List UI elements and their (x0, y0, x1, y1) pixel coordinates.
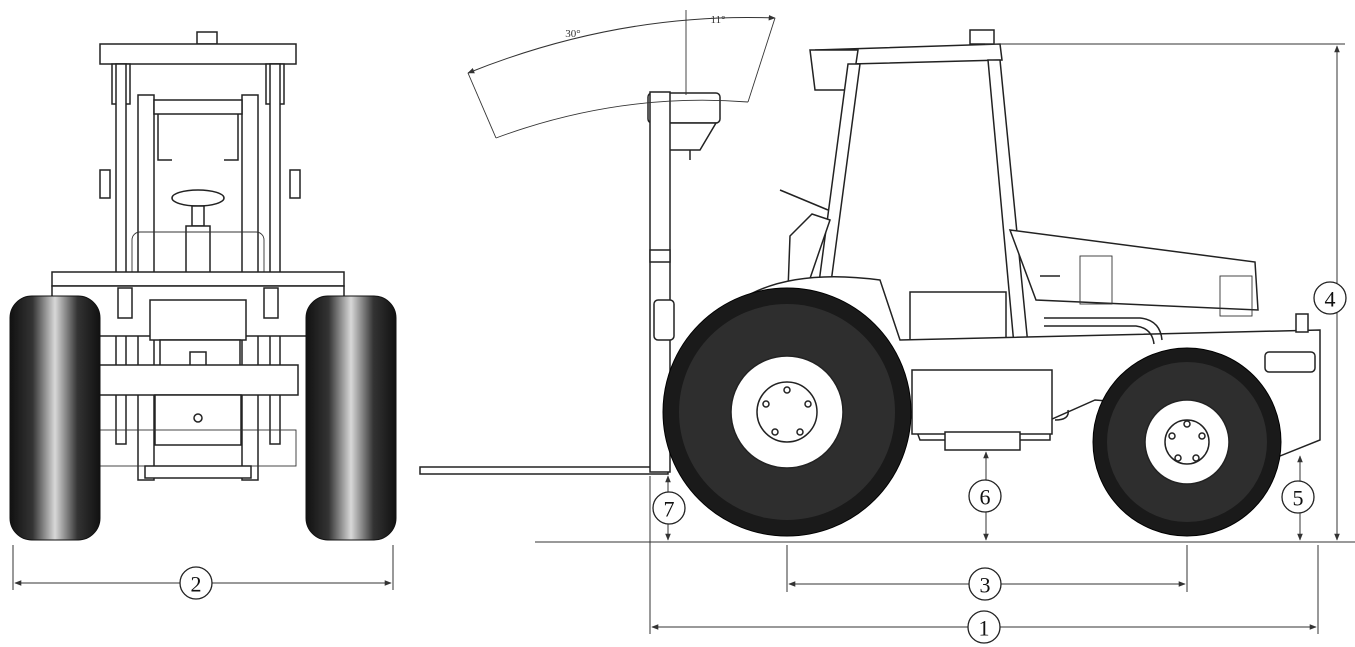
width-dimension: 2 (12, 545, 394, 600)
callout-6: 6 (980, 485, 991, 510)
length-dimension: 1 (649, 476, 1319, 644)
beacon-light (196, 31, 218, 45)
cab-front-post (817, 63, 861, 291)
fork-height-dimension: 7 (652, 475, 686, 541)
steering-wheel (171, 189, 225, 207)
front-drive-tire (662, 287, 912, 537)
side-view: 30° 11° (419, 10, 1355, 543)
fork-carriage (149, 299, 247, 341)
callout-2: 2 (191, 572, 202, 597)
center-clearance-dimension: 6 (968, 451, 1002, 541)
engine-hood (1008, 229, 1259, 311)
rear-clearance-dimension: 5 (1281, 455, 1315, 541)
axle-housing (154, 394, 242, 446)
fork-tine (419, 466, 669, 475)
overhead-guard (99, 43, 297, 65)
callout-3: 3 (980, 573, 991, 598)
wheelbase-dimension: 3 (786, 545, 1188, 601)
chassis (738, 276, 1321, 461)
tool-box (911, 369, 1053, 435)
callout-1: 1 (979, 616, 990, 641)
front-view (9, 31, 397, 541)
tilt-back-angle: 30° (565, 28, 580, 40)
fender-bar (51, 271, 345, 287)
tilt-forward-angle: 11° (711, 14, 726, 26)
callout-4: 4 (1325, 287, 1336, 312)
front-left-tire (9, 295, 101, 541)
front-right-tire (305, 295, 397, 541)
height-dimension: 4 (985, 43, 1347, 541)
callout-7: 7 (664, 497, 675, 522)
side-beacon (969, 29, 995, 45)
rear-steer-tire (1092, 347, 1282, 537)
callout-5: 5 (1293, 486, 1304, 511)
mast-upright (649, 91, 671, 473)
